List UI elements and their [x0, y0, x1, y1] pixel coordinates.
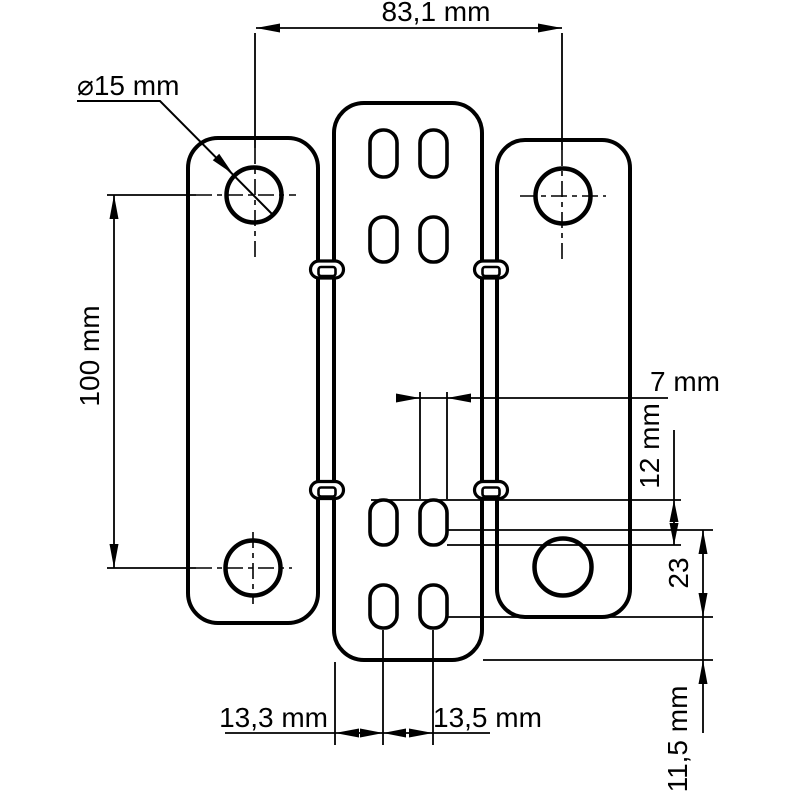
- slot-row2-right: [418, 215, 449, 264]
- arrowhead: [383, 728, 406, 738]
- arrowhead: [212, 153, 233, 174]
- link-bottom-left: [308, 479, 346, 501]
- dim-label-hole-diameter: ⌀15 mm: [77, 70, 179, 101]
- dimension-right-offset: 23: [446, 529, 713, 618]
- centerlines: [196, 148, 606, 604]
- dimension-bottom-right-offset: 11,5 mm: [483, 617, 713, 792]
- arrowhead: [538, 23, 562, 33]
- slot-row1-right: [418, 128, 449, 179]
- dimension-hole-diameter: ⌀15 mm: [77, 70, 275, 217]
- link-bottom-right: [472, 479, 510, 501]
- dim-label-top-width: 83,1 mm: [382, 0, 491, 27]
- dimension-slot-width: 7 mm: [396, 366, 720, 499]
- arrowhead: [396, 393, 420, 403]
- dim-label-slot-width: 7 mm: [650, 366, 720, 397]
- dim-label-bottom-gap-left: 13,3 mm: [219, 702, 328, 733]
- arrowhead: [669, 500, 679, 522]
- arrowhead: [669, 523, 679, 545]
- arrowhead: [698, 660, 708, 684]
- arrowhead: [335, 728, 359, 738]
- slot-row3-left: [368, 498, 399, 547]
- center-plate-outline: [332, 101, 484, 662]
- dimension-top-width: 83,1 mm: [254, 0, 563, 150]
- left-plate-outline: [186, 136, 320, 625]
- dim-label-right-offset: 23: [663, 557, 694, 588]
- arrowhead: [109, 195, 119, 219]
- dimension-left-height: 100 mm: [74, 194, 196, 569]
- slot-row1-left: [368, 128, 399, 179]
- dimension-bottom-gaps: 13,3 mm 13,5 mm: [219, 630, 542, 745]
- hole-bottom-right: [532, 536, 594, 598]
- dim-label-bottom-right-offset: 11,5 mm: [662, 686, 693, 793]
- slot-row4-right: [418, 583, 449, 630]
- arrowhead: [698, 530, 708, 554]
- arrowhead: [256, 23, 280, 33]
- slot-row3-right: [418, 498, 449, 547]
- dim-label-bottom-gap-right: 13,5 mm: [433, 702, 542, 733]
- arrowhead: [360, 728, 383, 738]
- link-top-right: [472, 259, 510, 280]
- arrowhead: [409, 728, 433, 738]
- slot-row4-left: [368, 583, 399, 630]
- arrowhead: [109, 544, 119, 568]
- dim-label-slot-height: 12 mm: [634, 403, 665, 489]
- dim-label-left-height: 100 mm: [74, 305, 105, 406]
- arrowhead: [447, 393, 471, 403]
- arrowhead: [698, 593, 708, 617]
- link-top-left: [308, 259, 346, 280]
- dimension-slot-height: 12 mm: [371, 403, 681, 546]
- slot-row2-left: [368, 215, 399, 264]
